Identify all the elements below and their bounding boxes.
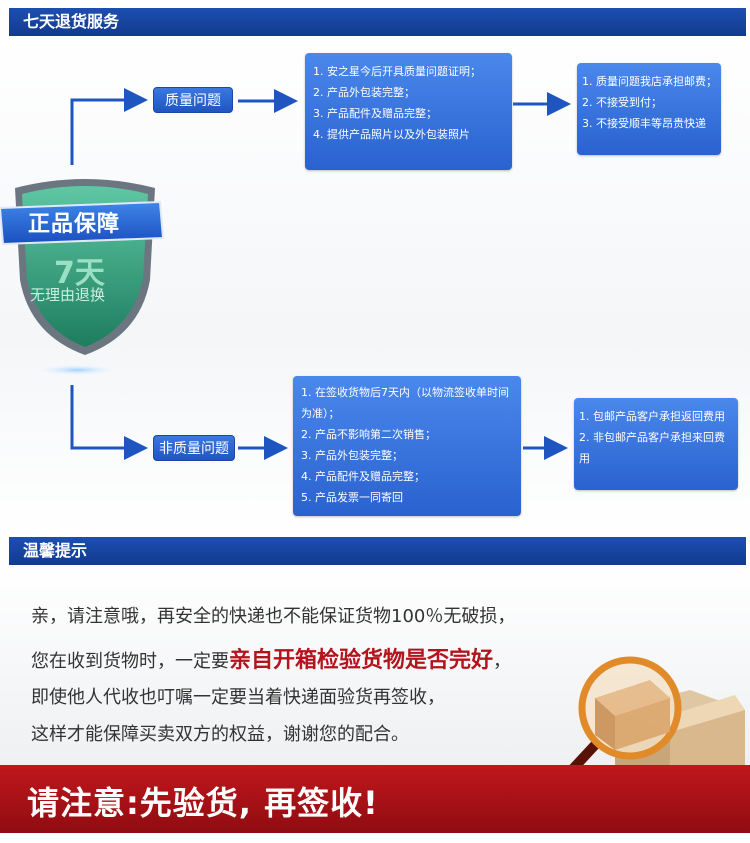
quality-policy-box: 1. 质量问题我店承担邮费； 2. 不接受到付； 3. 不接受顺丰等昂贵快递 [577,63,721,155]
quality-conditions-box: 1. 安之星今后开具质量问题证明； 2. 产品外包装完整； 3. 产品配件及赠品… [305,53,512,170]
non-quality-condition-item: 1. 在签收货物后7天内（以物流签收单时间为准）； [301,386,509,420]
non-quality-conditions-box: 1. 在签收货物后7天内（以物流签收单时间为准）； 2. 产品不影响第二次销售；… [293,376,521,516]
shield-icon: 正品保障 7天 无理由退换 [0,170,170,380]
shield-days: 7天 [54,256,105,291]
return-service-header: 七天退货服务 [9,8,746,36]
quality-policy-item: 2. 不接受到付； [582,96,662,109]
non-quality-policy-item: 2. 非包邮产品客户承担来回费用 [579,431,725,465]
tip-line-2-prefix: 您在收到货物时，一定要 [31,651,229,672]
shield-ribbon-text: 正品保障 [28,212,121,237]
quality-policy-item: 1. 质量问题我店承担邮费； [582,75,717,88]
tip-line-1: 亲，请注意哦，再安全的快递也不能保证货物100％无破损， [31,606,516,627]
quality-condition-item: 1. 安之星今后开具质量问题证明； [313,65,481,78]
arrow-to-quality [70,88,148,165]
quality-condition-item: 3. 产品配件及赠品完整； [313,107,437,120]
non-quality-policy-box: 1. 包邮产品客户承担返回费用 2. 非包邮产品客户承担来回费用 [574,398,738,490]
non-quality-condition-item: 4. 产品配件及赠品完整； [301,470,425,483]
quality-condition-item: 4. 提供产品照片以及外包装照片 [313,128,470,141]
non-quality-condition-item: 3. 产品外包装完整； [301,449,403,462]
warm-tips-header: 温馨提示 [9,537,746,565]
tip-highlight: 亲自开箱检验货物是否完好 [229,648,494,673]
non-quality-condition-item: 2. 产品不影响第二次销售； [301,428,436,441]
quality-policy-item: 3. 不接受顺丰等昂贵快递 [582,117,706,130]
flow-connectors [70,88,571,460]
shield-subtitle: 无理由退换 [30,286,106,304]
notice-banner: 请注意:先验货, 再签收! [0,765,750,833]
tip-line-4: 这样才能保障买卖双方的权益，谢谢您的配合。 [31,724,409,745]
tip-line-2-suffix: ， [493,651,512,672]
tip-line-3: 即使他人代收也叮嘱一定要当着快递面验货再签收， [31,687,445,708]
non-quality-policy-item: 1. 包邮产品客户承担返回费用 [579,410,725,423]
tip-line-2: 您在收到货物时，一定要亲自开箱检验货物是否完好， [31,642,511,674]
non-quality-condition-item: 5. 产品发票一同寄回 [301,491,403,504]
quality-condition-item: 2. 产品外包装完整； [313,86,415,99]
arrow-to-non-quality [70,385,148,460]
quality-issue-label: 质量问题 [153,87,233,113]
non-quality-issue-label: 非质量问题 [153,435,235,461]
notice-text: 请注意:先验货, 再签收! [27,784,379,822]
